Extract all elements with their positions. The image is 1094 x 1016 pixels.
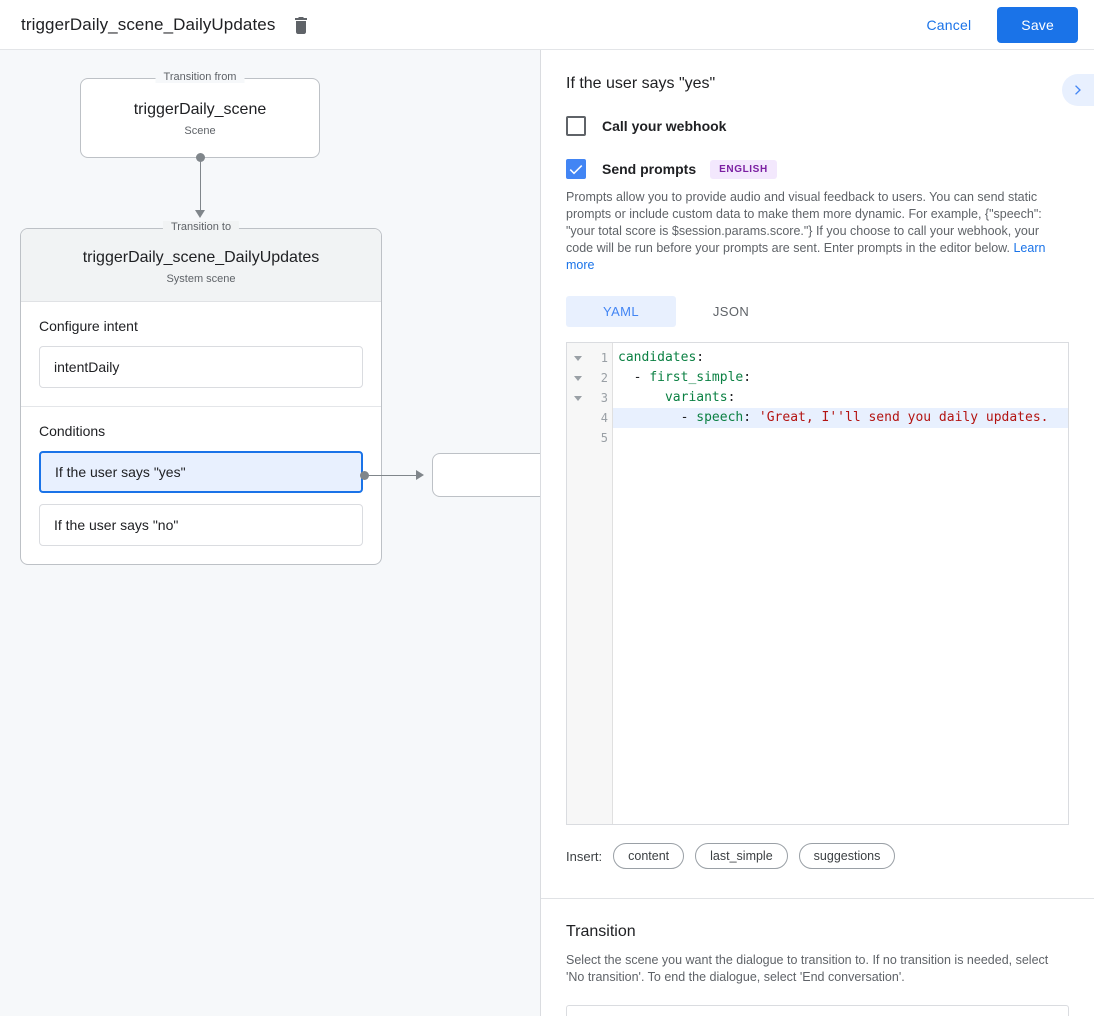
send-prompts-label: Send prompts bbox=[602, 161, 697, 177]
top-bar: triggerDaily_scene_DailyUpdates Cancel S… bbox=[0, 0, 1094, 50]
code-token: : bbox=[727, 390, 736, 405]
send-prompts-row[interactable]: Send prompts ENGLISH bbox=[541, 159, 1094, 179]
code-text-area[interactable]: candidates: - first_simple: variants: - … bbox=[613, 343, 1068, 824]
fold-toggle-line-3[interactable] bbox=[567, 388, 589, 408]
condition-row-no[interactable]: If the user says "no" bbox=[39, 504, 363, 546]
connector-dot bbox=[196, 153, 205, 162]
panel-header: If the user says "yes" bbox=[541, 50, 1094, 93]
transition-target-select[interactable]: End conversation bbox=[566, 1005, 1069, 1016]
code-token: - bbox=[618, 370, 650, 385]
insert-label: Insert: bbox=[566, 848, 603, 864]
target-node-preview[interactable] bbox=[432, 453, 540, 497]
tab-yaml[interactable]: YAML bbox=[566, 296, 676, 327]
condition-connector-dot bbox=[360, 471, 369, 480]
transition-to-subtitle: System scene bbox=[166, 273, 236, 285]
code-token: variants bbox=[664, 390, 728, 405]
condition-row-yes[interactable]: If the user says "yes" bbox=[39, 451, 363, 493]
panel-title: If the user says "yes" bbox=[566, 75, 716, 92]
code-line: variants: bbox=[613, 388, 1068, 408]
code-token bbox=[618, 390, 665, 405]
configure-intent-label: Configure intent bbox=[39, 318, 138, 334]
call-webhook-checkbox[interactable] bbox=[566, 116, 586, 136]
code-token: : bbox=[743, 410, 759, 425]
call-webhook-row[interactable]: Call your webhook bbox=[541, 116, 1094, 136]
trash-icon[interactable] bbox=[288, 12, 314, 38]
page-title: triggerDaily_scene_DailyUpdates bbox=[21, 14, 276, 34]
condition-details-panel: If the user says "yes" Call your webhook… bbox=[541, 50, 1094, 1016]
tab-json[interactable]: JSON bbox=[712, 304, 750, 319]
section-divider bbox=[541, 898, 1094, 899]
transition-from-node[interactable]: Transition from triggerDaily_scene Scene bbox=[80, 71, 320, 158]
line-number: 5 bbox=[600, 431, 608, 445]
fold-toggle-line-2[interactable] bbox=[567, 368, 589, 388]
insert-chip-last-simple[interactable]: last_simple bbox=[695, 843, 788, 869]
chevron-right-icon[interactable] bbox=[1062, 74, 1094, 106]
prompts-description: Prompts allow you to provide audio and v… bbox=[541, 179, 1071, 274]
line-number-gutter: 1 2 3 4 5 bbox=[589, 343, 613, 824]
line-number: 3 bbox=[600, 391, 608, 405]
code-token: first_simple bbox=[649, 370, 744, 385]
transition-from-subtitle: Scene bbox=[184, 125, 216, 137]
fold-toggle-line-1[interactable] bbox=[567, 348, 589, 368]
configure-intent-section: Configure intent intentDaily bbox=[21, 302, 381, 407]
line-number: 4 bbox=[600, 411, 608, 425]
send-prompts-checkbox[interactable] bbox=[566, 159, 586, 179]
transition-from-legend: Transition from bbox=[155, 71, 245, 83]
insert-chip-content[interactable]: content bbox=[613, 843, 685, 869]
code-line: - first_simple: bbox=[613, 368, 1068, 388]
transition-to-header: Transition to triggerDaily_scene_DailyUp… bbox=[21, 221, 381, 302]
insert-chip-suggestions[interactable]: suggestions bbox=[798, 843, 896, 869]
scene-graph-canvas[interactable]: Transition from triggerDaily_scene Scene… bbox=[0, 50, 540, 1016]
call-webhook-label: Call your webhook bbox=[602, 118, 727, 134]
transition-to-legend: Transition to bbox=[162, 221, 240, 233]
connector-arrowhead bbox=[195, 210, 205, 218]
line-number: 2 bbox=[600, 371, 608, 385]
code-token: speech bbox=[696, 410, 744, 425]
intent-field[interactable]: intentDaily bbox=[39, 346, 363, 388]
code-token: - bbox=[618, 410, 697, 425]
code-fold-column bbox=[567, 343, 589, 824]
transition-target-value: End conversation bbox=[578, 1015, 686, 1016]
transition-to-title: triggerDaily_scene_DailyUpdates bbox=[82, 249, 320, 266]
transition-from-title: triggerDaily_scene bbox=[133, 101, 267, 118]
code-line bbox=[613, 428, 1068, 448]
connector-line bbox=[200, 158, 201, 212]
code-token: : bbox=[696, 350, 705, 365]
code-token: candidates bbox=[618, 350, 697, 365]
learn-more-link[interactable]: Learn more bbox=[566, 241, 1046, 272]
condition-connector-arrowhead bbox=[416, 470, 424, 480]
transition-section-title: Transition bbox=[566, 923, 636, 940]
top-bar-actions: Cancel Save bbox=[913, 6, 1078, 43]
line-number: 1 bbox=[600, 351, 608, 365]
editor-format-tabs: YAML JSON bbox=[566, 296, 1094, 327]
cancel-button[interactable]: Cancel bbox=[913, 9, 986, 41]
save-button[interactable]: Save bbox=[997, 6, 1078, 43]
panel-divider bbox=[540, 50, 541, 1016]
prompts-description-text: Prompts allow you to provide audio and v… bbox=[566, 190, 1042, 255]
language-badge: ENGLISH bbox=[710, 159, 777, 179]
conditions-section: Conditions If the user says "yes" If the… bbox=[21, 407, 381, 564]
prompt-code-editor[interactable]: 1 2 3 4 5 candidates: - first_simple: va… bbox=[566, 342, 1069, 825]
insert-token-row: Insert: content last_simple suggestions bbox=[566, 843, 1094, 869]
transition-to-node[interactable]: Transition to triggerDaily_scene_DailyUp… bbox=[20, 221, 382, 565]
code-line: candidates: bbox=[613, 348, 1068, 368]
code-token: 'Great, I''ll send you daily updates. bbox=[758, 410, 1049, 425]
code-token: : bbox=[743, 370, 752, 385]
code-line: - speech: 'Great, I''ll send you daily u… bbox=[613, 408, 1068, 428]
transition-section-description: Select the scene you want the dialogue t… bbox=[566, 953, 1049, 984]
conditions-label: Conditions bbox=[39, 423, 106, 439]
condition-connector-line bbox=[368, 475, 421, 476]
